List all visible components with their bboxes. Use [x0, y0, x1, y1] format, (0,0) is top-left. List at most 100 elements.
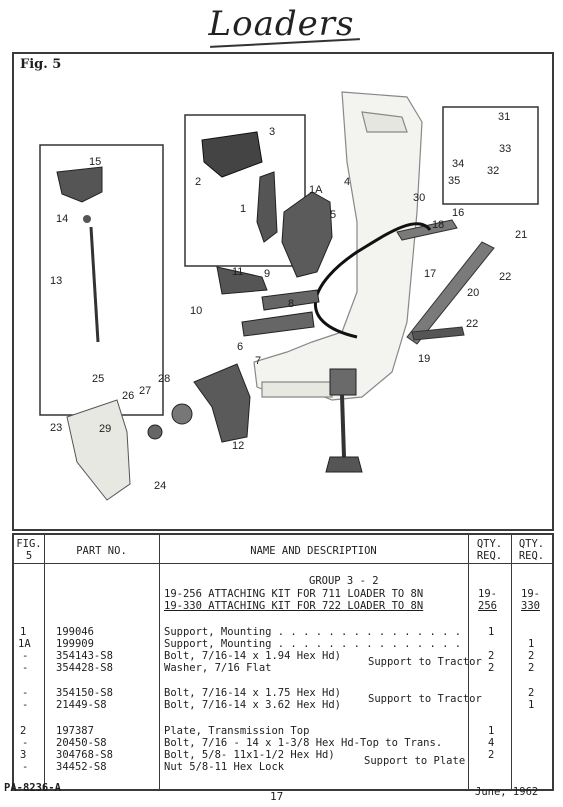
- svg-text:22: 22: [499, 271, 511, 283]
- brace-note: Support to Tractor: [368, 693, 482, 705]
- row-qty2: 2: [528, 662, 535, 674]
- exploded-parts-diagram: 1 1A 2 3 4 5 6 7 8 9 10 11 12 13 14 15 1…: [39, 91, 539, 501]
- kit-row-2-qty1: 256: [478, 600, 497, 612]
- row-part: 199909: [56, 638, 94, 650]
- row-part: 197387: [56, 725, 94, 737]
- kit-row-1-qty1: 19-: [478, 588, 497, 600]
- svg-text:34: 34: [452, 158, 464, 170]
- row-qty2: 1: [528, 699, 535, 711]
- svg-text:26: 26: [122, 390, 134, 402]
- header-fig-num: 5: [25, 550, 33, 562]
- svg-text:10: 10: [190, 305, 202, 317]
- group-title: GROUP 3 - 2: [309, 575, 379, 587]
- brace-note: Support to Plate: [364, 755, 466, 767]
- svg-text:2: 2: [195, 176, 201, 188]
- header-qty-2: QTY.: [518, 538, 545, 550]
- row-desc: Bolt, 7/16-14 x 3.62 Hex Hd): [164, 699, 342, 711]
- svg-text:13: 13: [50, 275, 62, 287]
- svg-text:35: 35: [448, 175, 460, 187]
- row-part: 199046: [56, 626, 94, 638]
- column-divider: [44, 535, 45, 789]
- header-name-description: NAME AND DESCRIPTION: [250, 545, 377, 557]
- header-req-2: REQ.: [518, 550, 545, 562]
- svg-text:9: 9: [264, 268, 270, 280]
- row-desc: Support, Mounting . . . . . . . . . . . …: [164, 626, 462, 638]
- header-divider: [14, 563, 552, 564]
- transmission-plate-2: [201, 131, 263, 178]
- svg-text:21: 21: [515, 229, 527, 241]
- hydraulic-hose: [313, 222, 432, 339]
- row-fig: 3: [20, 749, 27, 761]
- svg-text:1: 1: [240, 203, 246, 215]
- row-qty2: 2: [528, 687, 535, 699]
- svg-text:12: 12: [232, 440, 244, 452]
- callout-labels: 1 1A 2 3 4 5 6 7 8 9 10 11 12 13 14 15 1…: [50, 111, 527, 492]
- svg-text:23: 23: [50, 422, 62, 434]
- figure-frame: [12, 52, 554, 531]
- row-part: 354143-S8: [56, 650, 113, 662]
- svg-text:19: 19: [418, 353, 430, 365]
- bar-10: [216, 266, 268, 295]
- row-qty2: 2: [528, 650, 535, 662]
- svg-text:7: 7: [255, 355, 261, 367]
- row-qty2: 1: [528, 638, 535, 650]
- svg-text:31: 31: [498, 111, 510, 123]
- bracket-15: [56, 166, 103, 203]
- row-qty1: 2: [488, 662, 495, 674]
- svg-text:32: 32: [487, 165, 499, 177]
- column-divider: [468, 535, 469, 789]
- row-fig: 1A: [18, 638, 31, 650]
- row-qty1: 4: [488, 737, 495, 749]
- svg-text:18: 18: [432, 219, 444, 231]
- row-desc: Bolt, 7/16 - 14 x 1-3/8 Hex Hd-Top to Tr…: [164, 737, 443, 749]
- svg-text:15: 15: [89, 156, 101, 168]
- row-part: 20450-S8: [56, 737, 107, 749]
- mounting-support-1: [256, 171, 278, 243]
- row-qty1: 1: [488, 725, 495, 737]
- column-divider: [159, 535, 160, 789]
- row-desc: Bolt, 7/16-14 x 1.94 Hex Hd): [164, 650, 342, 662]
- row-fig: -: [22, 761, 29, 773]
- row-desc: Nut 5/8-11 Hex Lock: [164, 761, 285, 773]
- plate-6: [241, 311, 315, 337]
- brace-note: Support to Tractor: [368, 656, 482, 668]
- lift-arm-assembly: [396, 219, 495, 345]
- mounting-support-1a: [281, 191, 333, 278]
- row-desc: Support, Mounting . . . . . . . . . . . …: [164, 638, 462, 650]
- document-code: PA-8236-A: [4, 782, 61, 794]
- svg-text:6: 6: [237, 341, 243, 353]
- header-fig: FIG.: [16, 538, 42, 550]
- svg-text:17: 17: [424, 268, 436, 280]
- publication-date: June, 1962: [475, 786, 539, 798]
- row-desc: Plate, Transmission Top: [164, 725, 310, 737]
- row-fig: 2: [20, 725, 27, 737]
- kit-row-2: 19-330 ATTACHING KIT FOR 722 LOADER TO 8…: [164, 600, 424, 612]
- column-divider: [511, 535, 512, 789]
- parts-table: FIG. 5 PART NO. NAME AND DESCRIPTION QTY…: [12, 533, 554, 791]
- svg-text:30: 30: [413, 192, 425, 204]
- svg-text:22: 22: [466, 318, 478, 330]
- row-fig: -: [22, 699, 29, 711]
- svg-text:29: 29: [99, 423, 111, 435]
- row-desc: Bolt, 5/8- 11x1-1/2 Hex Hd): [164, 749, 335, 761]
- header-req-1: REQ.: [476, 550, 503, 562]
- inset-box-right: [442, 106, 539, 205]
- plate-8: [261, 289, 320, 311]
- svg-text:25: 25: [92, 373, 104, 385]
- row-part: 354150-S8: [56, 687, 113, 699]
- kit-qty2-second-line: 330: [521, 600, 540, 612]
- row-fig: 1: [20, 626, 27, 638]
- svg-text:11: 11: [232, 266, 243, 278]
- svg-text:4: 4: [344, 176, 350, 188]
- svg-text:33: 33: [499, 143, 511, 155]
- page-number: 17: [270, 790, 284, 803]
- nut-14: [83, 215, 91, 223]
- kit-row-2-qty2: 19-: [521, 588, 540, 600]
- row-qty1: 1: [488, 626, 495, 638]
- row-fig: -: [22, 737, 29, 749]
- kit-row-1: 19-256 ATTACHING KIT FOR 711 LOADER TO 8…: [164, 588, 424, 600]
- row-part: 354428-S8: [56, 662, 113, 674]
- row-qty1: 2: [488, 749, 495, 761]
- svg-text:27: 27: [139, 385, 151, 397]
- page-title: Loaders: [208, 4, 355, 44]
